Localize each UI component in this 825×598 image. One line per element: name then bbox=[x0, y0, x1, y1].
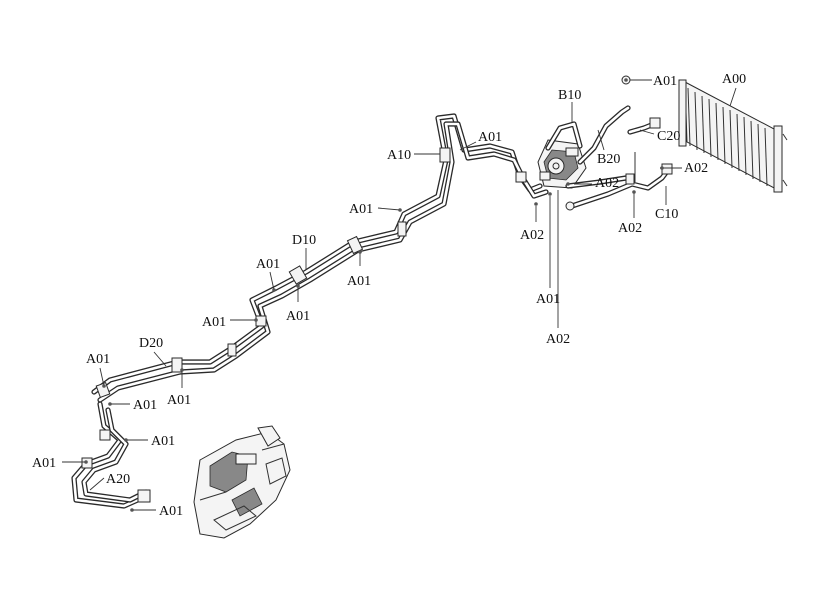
label-a01-upper: A01 bbox=[478, 130, 502, 145]
label-a01-mid: A01 bbox=[349, 202, 373, 217]
condenser bbox=[678, 79, 788, 193]
label-b20: B20 bbox=[597, 152, 620, 167]
label-a01-clip2: A01 bbox=[286, 309, 310, 324]
compressor bbox=[537, 139, 587, 189]
label-a02-condenser: A02 bbox=[684, 161, 708, 176]
label-a01-fastener: A01 bbox=[653, 74, 677, 89]
label-a00: A00 bbox=[722, 72, 746, 87]
label-a10: A10 bbox=[387, 148, 411, 163]
label-a02-lower: A02 bbox=[618, 221, 642, 236]
label-d10: D10 bbox=[292, 233, 316, 248]
fittings bbox=[81, 75, 673, 503]
label-a01-compressor: A01 bbox=[536, 292, 560, 307]
label-a01-d10: A01 bbox=[347, 274, 371, 289]
label-a01-lower1: A01 bbox=[133, 398, 157, 413]
label-a01-lower2: A01 bbox=[151, 434, 175, 449]
label-a01-hvac: A01 bbox=[159, 504, 183, 519]
label-a20: A20 bbox=[106, 472, 130, 487]
label-c20: C20 bbox=[657, 129, 680, 144]
label-a01-lower3: A01 bbox=[32, 456, 56, 471]
label-a02-bottom: A02 bbox=[546, 332, 570, 347]
label-d20: D20 bbox=[139, 336, 163, 351]
label-c10: C10 bbox=[655, 207, 678, 222]
label-a01-bracket: A01 bbox=[86, 352, 110, 367]
part-labels: A00 A01 B10 B20 C20 A02 C10 A02 A02 A02 … bbox=[32, 72, 746, 519]
label-b10: B10 bbox=[558, 88, 581, 103]
hvac-module bbox=[193, 425, 291, 539]
leader-dots bbox=[84, 78, 664, 512]
label-a01-left: A01 bbox=[202, 315, 226, 330]
leader-lines bbox=[62, 79, 737, 511]
label-a01-d20: A01 bbox=[167, 393, 191, 408]
label-a01-clip: A01 bbox=[256, 257, 280, 272]
label-a02-bracket: A02 bbox=[595, 176, 619, 191]
label-a02-compressor: A02 bbox=[520, 228, 544, 243]
